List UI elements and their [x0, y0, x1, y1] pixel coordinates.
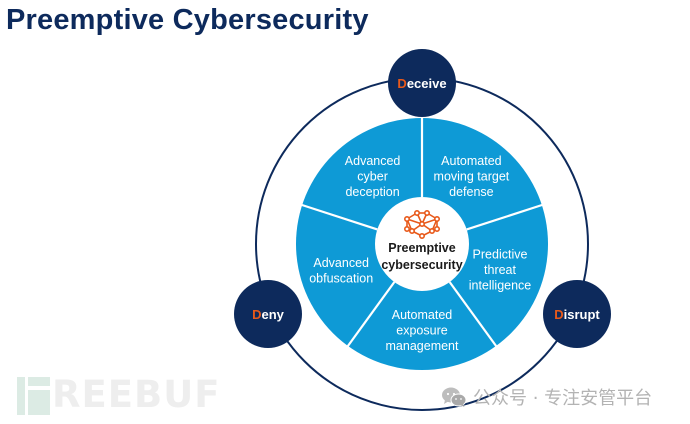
node-label: Deceive: [397, 76, 446, 91]
segment-label-line: threat: [484, 263, 516, 277]
segment-divider: [300, 203, 378, 231]
node-circle: [543, 280, 611, 348]
node-label-initial: D: [554, 307, 563, 322]
segment-label-line: Automated: [392, 308, 453, 322]
node-label-rest: isrupt: [564, 307, 601, 322]
segment-divider: [448, 281, 498, 348]
freebuf-logo-bar: [17, 377, 25, 415]
segment-3: Advanced obfuscation: [309, 256, 373, 286]
freebuf-watermark-text: REEBUF: [52, 373, 221, 416]
node-label: Disrupt: [554, 307, 600, 322]
node-deny: Deny: [234, 280, 302, 348]
node-disrupt: Disrupt: [543, 280, 611, 348]
segment-label-line: deception: [345, 185, 399, 199]
node-label-initial: D: [397, 76, 406, 91]
segment-label-line: obfuscation: [309, 272, 373, 286]
segment-label-line: intelligence: [469, 278, 532, 292]
wechat-icon: [442, 387, 467, 407]
segment-label-line: moving target: [434, 170, 510, 184]
segment-label-line: cyber: [357, 170, 388, 184]
segment-label-line: Advanced: [313, 256, 369, 270]
wechat-watermark: 公众号 · 专注安管平台: [441, 384, 652, 410]
node-circle: [388, 49, 456, 117]
segment-label-line: management: [386, 339, 459, 353]
node-label-rest: eceive: [407, 76, 447, 91]
wechat-watermark-text: 公众号 · 专注安管平台: [473, 388, 653, 409]
neural-network-icon: [403, 210, 441, 240]
segment-label-line: Automated: [441, 154, 502, 168]
segment-label-line: Advanced: [345, 154, 401, 168]
node-label-initial: D: [252, 307, 261, 322]
node-deceive: Deceive: [388, 49, 456, 117]
freebuf-watermark: REEBUF: [17, 375, 221, 415]
center-label-line1: Preemptive: [388, 241, 455, 255]
segment-divider: [346, 281, 396, 348]
segment-label-line: Predictive: [473, 247, 528, 261]
node-label: Deny: [252, 307, 285, 322]
center-label-line2: cybersecurity: [381, 258, 462, 272]
page-title: Preemptive Cybersecurity: [6, 4, 369, 36]
node-label-rest: eny: [261, 307, 284, 322]
segment-divider: [466, 203, 544, 231]
node-circle: [234, 280, 302, 348]
segment-label-line: exposure: [396, 324, 447, 338]
freebuf-logo-f: [28, 377, 50, 415]
center-circle: [375, 197, 469, 291]
segment-label-line: defense: [449, 185, 494, 199]
